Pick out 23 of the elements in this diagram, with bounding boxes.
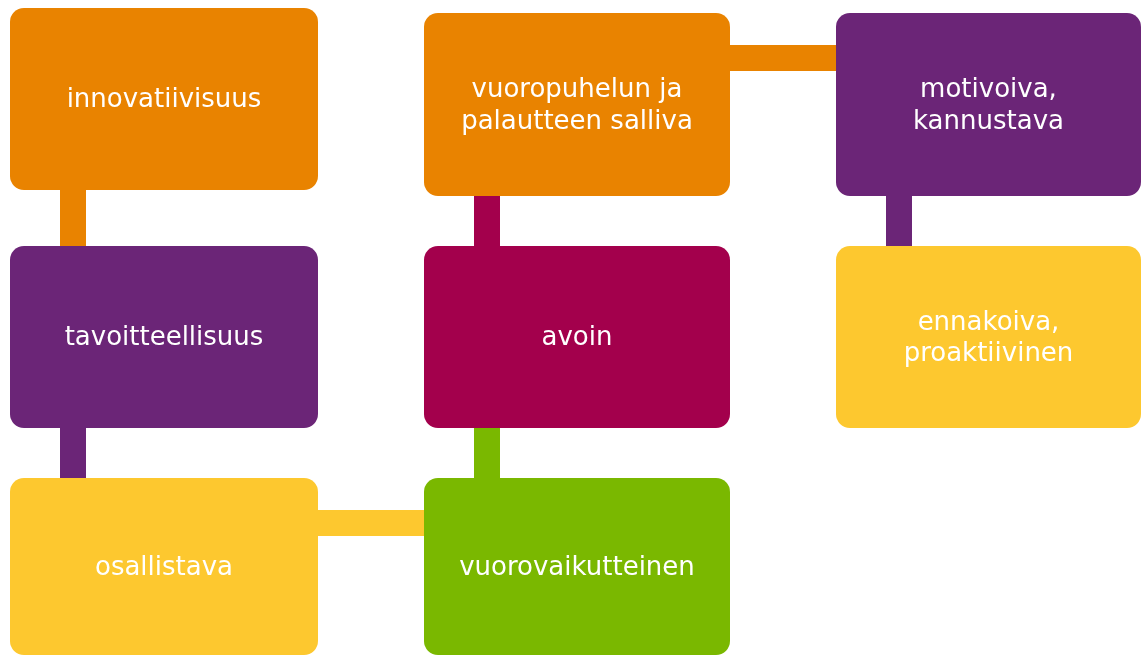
box-label: osallistava bbox=[94, 550, 234, 583]
connector-bar bbox=[318, 510, 424, 536]
connector-bar bbox=[886, 196, 912, 246]
connector-bar bbox=[730, 45, 836, 71]
process-box bbox=[424, 478, 730, 655]
box-label: avoin bbox=[541, 321, 613, 353]
process-box bbox=[424, 13, 730, 196]
process-box bbox=[10, 478, 318, 655]
box-label: motivoiva, kannustava bbox=[912, 73, 1065, 136]
connector-bar bbox=[474, 196, 500, 246]
box-label: vuorovaikutteinen bbox=[459, 550, 695, 583]
process-box bbox=[10, 246, 318, 428]
box-label: vuoropuhelun ja palautteen salliva bbox=[460, 73, 694, 136]
connector-bar bbox=[60, 428, 86, 478]
process-box bbox=[836, 246, 1141, 428]
box-label: tavoitteellisuus bbox=[64, 321, 264, 353]
process-box bbox=[10, 8, 318, 190]
box-label: ennakoiva, proaktiivinen bbox=[902, 305, 1075, 369]
process-box bbox=[836, 13, 1141, 196]
box-label: innovatiivisuus bbox=[66, 83, 262, 115]
connector-bar bbox=[474, 428, 500, 478]
connector-bar bbox=[60, 190, 86, 246]
process-box bbox=[424, 246, 730, 428]
